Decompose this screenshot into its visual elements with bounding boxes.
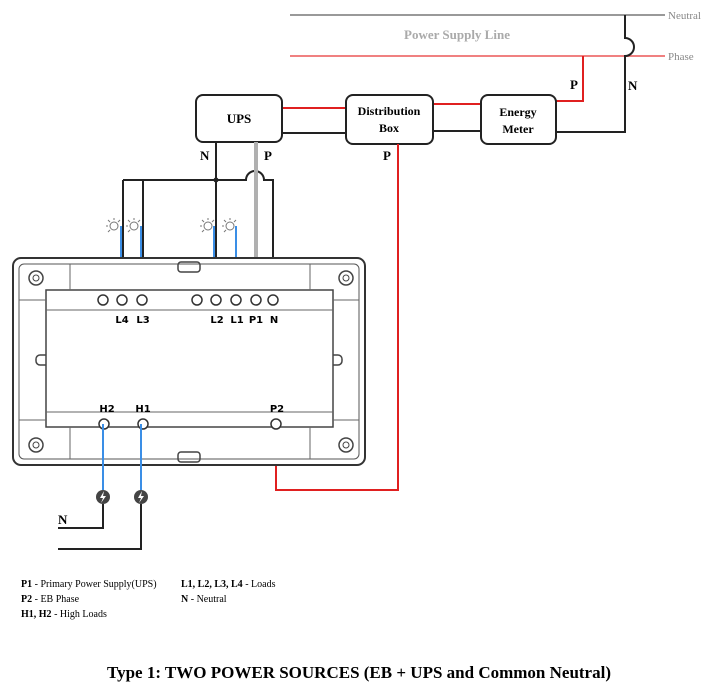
meter-n-label: N xyxy=(628,78,638,93)
dist-p-label: P xyxy=(383,148,391,163)
legend-h: H1, H2 - High Loads xyxy=(21,609,107,620)
terminal-label-h1: H1 xyxy=(135,404,150,415)
changeover-plate xyxy=(12,257,366,466)
ups-box xyxy=(195,94,283,143)
legend-l: L1, L2, L3, L4 - Loads xyxy=(181,579,276,590)
terminal-l3 xyxy=(136,294,148,306)
terminal-label-p2: P2 xyxy=(270,404,284,415)
terminal-label-l3: L3 xyxy=(136,315,149,326)
legend-n: N - Neutral xyxy=(181,594,227,605)
h2-neutral-wire xyxy=(58,504,104,529)
bulb-icon xyxy=(106,218,121,233)
legend-p1: P1 - Primary Power Supply(UPS) xyxy=(21,579,157,590)
meter-phase-wire xyxy=(556,56,584,102)
terminal-label-p1: P1 xyxy=(249,315,263,326)
terminal-l1 xyxy=(230,294,242,306)
h1-neutral-wire xyxy=(58,504,142,550)
legend-p2: P2 - EB Phase xyxy=(21,594,80,605)
power-supply-line-label: Power Supply Line xyxy=(404,27,510,42)
distribution-box xyxy=(345,94,434,145)
terminal-l2 xyxy=(210,294,222,306)
terminal-label-l1: L1 xyxy=(230,315,243,326)
terminal-spare xyxy=(97,294,109,306)
energy-meter-box xyxy=(480,94,557,145)
terminal-h1 xyxy=(137,418,149,430)
terminal-n xyxy=(267,294,279,306)
terminal-label-l2: L2 xyxy=(210,315,223,326)
terminal-l4 xyxy=(116,294,128,306)
terminal-label-n: N xyxy=(270,315,278,326)
phase-label: Phase xyxy=(668,51,694,63)
distribution-label-2: Box xyxy=(379,121,399,135)
terminal-p1 xyxy=(250,294,262,306)
meter-neutral-wire xyxy=(556,15,635,133)
terminal-label-l4: L4 xyxy=(115,315,128,326)
meter-label-2: Meter xyxy=(502,122,534,136)
bulb-icon xyxy=(126,218,141,233)
power-socket-icon xyxy=(96,490,110,504)
ups-label: UPS xyxy=(227,111,252,126)
power-socket-icon xyxy=(134,490,148,504)
meter-label-1: Energy xyxy=(499,105,536,119)
ups-n-label: N xyxy=(200,148,210,163)
bulb-icon xyxy=(200,218,215,233)
meter-p-label: P xyxy=(570,77,578,92)
bulb-icon xyxy=(222,218,237,233)
distribution-label-1: Distribution xyxy=(358,104,421,118)
legend-left: P1 - Primary Power Supply(UPS) P2 - EB P… xyxy=(21,577,157,622)
terminal-spare xyxy=(191,294,203,306)
terminal-label-h2: H2 xyxy=(99,404,114,415)
legend-right: L1, L2, L3, L4 - Loads N - Neutral xyxy=(181,577,275,607)
terminal-p2 xyxy=(270,418,282,430)
diagram-caption: Type 1: TWO POWER SOURCES (EB + UPS and … xyxy=(107,663,611,682)
neutral-label: Neutral xyxy=(668,10,701,22)
bottom-n-label: N xyxy=(58,512,68,527)
ups-p-label: P xyxy=(264,148,272,163)
